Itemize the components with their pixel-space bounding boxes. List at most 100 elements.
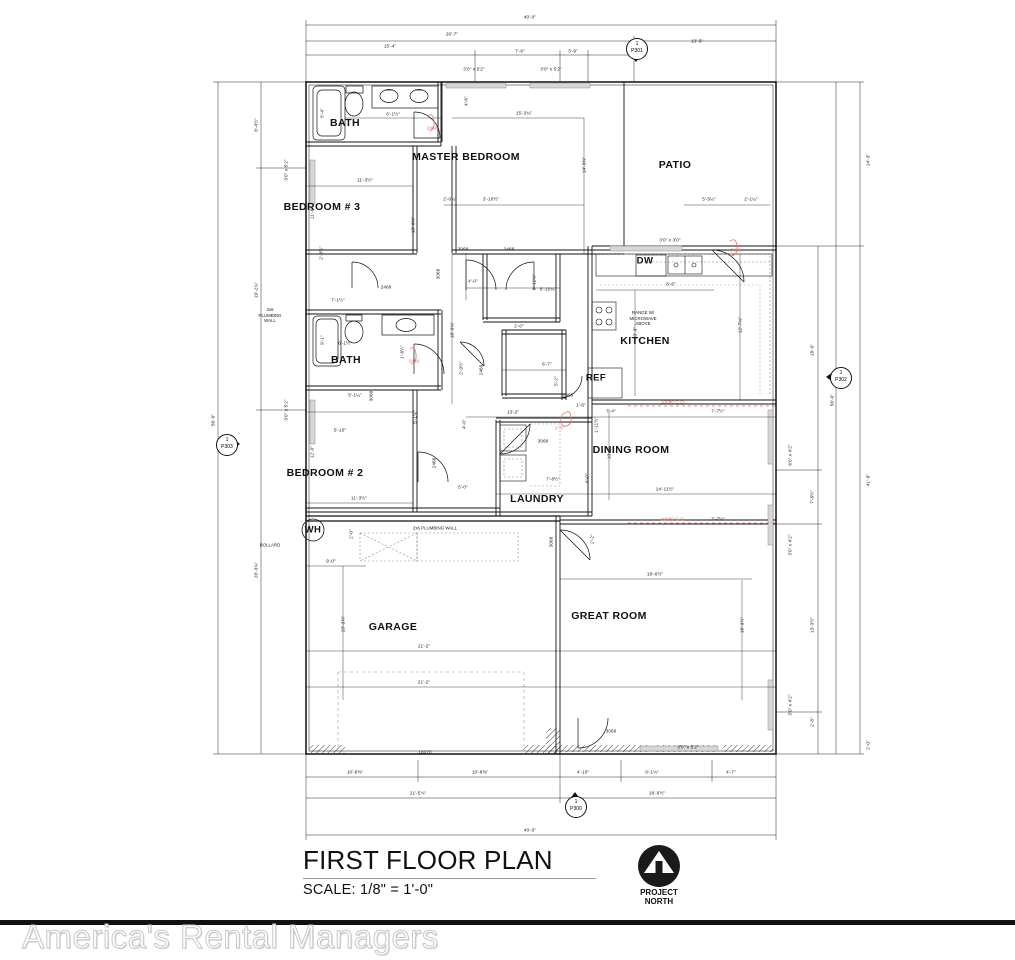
dimension-door-tags-2: 3068 xyxy=(435,268,441,280)
dimension-top-6: 3'0" x 5'2" xyxy=(463,66,485,72)
dimension-interior-24: 8'-6" xyxy=(666,281,676,287)
dimension-interior-1: 6'-1½" xyxy=(386,111,400,117)
dimension-interior-9: 3'-10½" xyxy=(482,196,500,202)
dimension-right-2: 56'-0" xyxy=(829,393,835,407)
dimension-interior-17: 9'-1" xyxy=(319,335,325,345)
dimension-interior-38: 4'-0" xyxy=(461,419,467,429)
dimension-interior-41: 5'-0" xyxy=(458,484,468,490)
dimension-interior-13: 8'-11⅛" xyxy=(531,274,537,290)
room-label-bedroom-2: BEDROOM # 2 xyxy=(286,467,364,479)
room-label-kitchen: KITCHEN xyxy=(620,335,670,347)
room-label-great-room: GREAT ROOM xyxy=(571,610,647,622)
room-label-master-bedroom: MASTER BEDROOM xyxy=(412,151,520,163)
dimension-door-tags-8: 2468 xyxy=(431,457,437,469)
dimension-top-2: 13'-5" xyxy=(690,38,704,44)
dimension-door-tags-4: 3068 xyxy=(368,390,374,402)
dimension-interior-15: 18'-0¾" xyxy=(449,321,455,339)
dimension-interior-36: 1'-11½" xyxy=(593,417,599,433)
red-note-1: 10080 C.O. xyxy=(660,516,686,522)
dimension-interior-31: 5'-1⅛" xyxy=(412,410,418,424)
dimension-interior-49: 18'-6½" xyxy=(646,571,664,577)
dimension-door-tags-9: 3068 xyxy=(548,536,554,548)
dimension-interior-11: 7'-1½" xyxy=(331,297,345,303)
dimension-left-0: 8'-4½" xyxy=(253,118,259,132)
dimension-interior-14: 8'-10¾" xyxy=(539,286,557,292)
dimension-right-5: 7'-8½" xyxy=(809,490,815,504)
dimension-interior-43: 6'-0" xyxy=(584,473,590,483)
dimension-right-3: 41'-9" xyxy=(865,473,871,487)
dimension-interior-16: 2'-0" xyxy=(514,323,524,329)
dimension-interior-10: 2'-8½" xyxy=(318,246,324,260)
watermark-band xyxy=(0,920,1015,925)
dimension-top-3: 15'-4" xyxy=(383,43,397,49)
section-sheet: P300 xyxy=(570,806,582,812)
dimension-interior-7: 11'-6" xyxy=(309,207,315,219)
dimension-top-5: 3'-9" xyxy=(568,48,578,54)
dimension-interior-32: 13'-2" xyxy=(506,409,520,415)
red-note-0: 10080 C.O. xyxy=(660,399,686,405)
room-label-laundry: LAUNDRY xyxy=(510,493,564,505)
dimension-interior-48: 9'-0" xyxy=(326,558,336,564)
section-number: 1 xyxy=(225,437,229,443)
scale-note: SCALE: 1/8" = 1'-0" xyxy=(303,882,434,898)
dimension-right-9: 2'-8" xyxy=(809,717,815,727)
dimension-interior-19: 1'-6½" xyxy=(399,345,405,359)
dimension-interior-44: 14'-11½" xyxy=(655,486,675,492)
room-label-bedroom-3: BEDROOM # 3 xyxy=(283,201,361,213)
dimension-right-1: 18'-0" xyxy=(809,343,815,357)
red-note-3: 2468 xyxy=(408,358,420,364)
dimension-left-1: 3'0" x 5'2" xyxy=(283,159,289,181)
dimension-right-10: 2'-0" xyxy=(865,740,871,750)
appliance-label-ref: REF xyxy=(585,372,607,384)
dimension-bottom-2: 4'-10" xyxy=(576,769,590,775)
red-note-2: 2468 xyxy=(426,125,438,131)
dimension-door-tags-3: 2468 xyxy=(380,284,392,290)
dimension-interior-29: 5'-1¼" xyxy=(348,392,362,398)
dimension-interior-50: 20'-3⅜" xyxy=(340,615,346,633)
dimension-interior-25: 5'-5¼" xyxy=(702,196,716,202)
dimension-interior-47: 2'-0" xyxy=(348,529,354,539)
section-number: 1 xyxy=(574,799,578,805)
room-label-bath: BATH xyxy=(330,117,360,129)
dimension-bottom-0: 10'-8⅝" xyxy=(346,769,364,775)
dimension-right-7: 13'-3½" xyxy=(809,616,815,634)
dimension-interior-12: 4'-0" xyxy=(468,278,478,284)
dimension-top-7: 3'0" x 5'2" xyxy=(540,66,562,72)
room-label-garage: GARAGE xyxy=(368,621,418,633)
section-sheet: P302 xyxy=(835,377,847,383)
dimension-interior-42: 7'-8½" xyxy=(546,476,560,482)
dimension-right-8: 3'0" x 4'2" xyxy=(787,694,793,716)
dimension-interior-18: 6'-1½" xyxy=(338,340,352,346)
note-3-bollard: BOLLARD xyxy=(259,542,281,548)
dimension-interior-37: 10'-2" xyxy=(606,446,612,460)
dimension-interior-52: 21'-2" xyxy=(417,643,431,649)
north-label-bottom: NORTH xyxy=(644,897,674,907)
watermark-text: America's Rental Managers xyxy=(22,918,439,956)
dimension-right-0: 14'-3" xyxy=(865,153,871,167)
dimension-interior-54: 16070 xyxy=(418,749,432,755)
dimension-interior-30: 5'-10" xyxy=(333,427,347,433)
dimension-interior-46: 2'-2" xyxy=(589,534,595,544)
dimension-interior-35: 7'-7½" xyxy=(711,408,725,414)
page-title: FIRST FLOOR PLAN xyxy=(303,845,553,875)
dimension-bottom-8: 3'0" x 5'2" xyxy=(677,744,699,750)
section-sheet: P303 xyxy=(221,444,233,450)
dimension-interior-2: 15'-3¾" xyxy=(515,110,533,116)
section-number: 1 xyxy=(635,41,639,47)
dimension-bottom-1: 10'-8⅝" xyxy=(471,769,489,775)
dimension-door-tags-1: 2468 xyxy=(503,246,515,252)
dimension-interior-22: 5'-2" xyxy=(553,376,559,386)
north-label-top: PROJECT xyxy=(640,888,678,897)
dimension-door-tags-7: 3068 xyxy=(537,438,549,444)
dimension-bottom-3: 9'-1⅛" xyxy=(645,769,659,775)
section-number: 1 xyxy=(839,370,843,376)
